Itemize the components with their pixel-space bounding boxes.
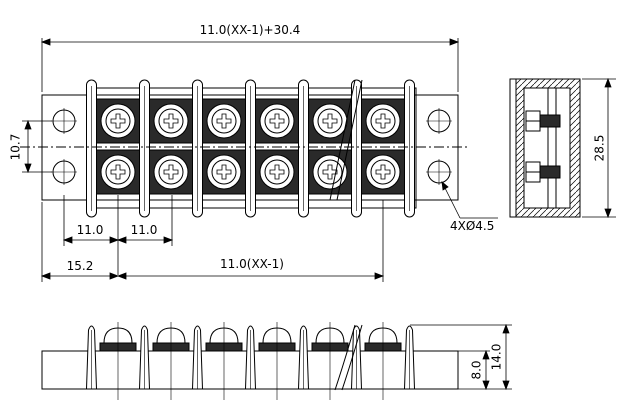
- screw-ring: [264, 159, 290, 185]
- wire-line: [334, 324, 356, 391]
- row-spacing-label: 10.7: [9, 134, 23, 161]
- side-screw-shank: [539, 165, 561, 179]
- overall-length-dimension: [40, 38, 460, 92]
- total-height-label: 14.0: [490, 344, 504, 371]
- screw-ring: [211, 108, 237, 134]
- screw-ring: [370, 159, 396, 185]
- side-screw-shank: [539, 114, 561, 128]
- side-height-dimension: [582, 77, 616, 219]
- span-dimension: [40, 200, 385, 282]
- end-offset-label: 15.2: [67, 259, 94, 273]
- wire-line: [341, 324, 363, 391]
- elevation-height-dimensions: [410, 323, 512, 391]
- screw-ring: [158, 108, 184, 134]
- side-screws: [525, 110, 561, 183]
- wire-line: [329, 79, 356, 201]
- screw-ring: [264, 108, 290, 134]
- cross-slot: [375, 113, 391, 129]
- elevation-view: [41, 322, 459, 400]
- row-spacing-dimension: [22, 119, 52, 174]
- barriers: [86, 79, 415, 218]
- cross-slot: [216, 113, 232, 129]
- screw-ring: [370, 108, 396, 134]
- span-label: 11.0(XX-1): [220, 257, 284, 271]
- mount-holes-label: 4XØ4.5: [450, 219, 494, 233]
- cross-slot: [163, 113, 179, 129]
- side-height-label: 28.5: [593, 135, 607, 162]
- mounting-holes: [51, 108, 452, 185]
- cross-slot: [322, 113, 338, 129]
- base-height-label: 8.0: [470, 360, 484, 379]
- cross-slot: [216, 164, 232, 180]
- pitch-dimension: [62, 195, 174, 275]
- terminals: [95, 98, 406, 195]
- front-view: [20, 79, 470, 218]
- screw-ring: [317, 108, 343, 134]
- screw-ring: [105, 108, 131, 134]
- cross-slot: [163, 164, 179, 180]
- screw-ring: [105, 159, 131, 185]
- cross-slot: [375, 164, 391, 180]
- cross-slot: [110, 113, 126, 129]
- cross-slot: [269, 113, 285, 129]
- screw-ring: [317, 159, 343, 185]
- hole-callout-leader: [441, 181, 498, 219]
- pitch-b-label: 11.0: [131, 223, 158, 237]
- elevation-screws: [99, 322, 402, 400]
- cross-slot: [110, 164, 126, 180]
- elevation-barriers: [85, 325, 416, 390]
- cross-slot: [269, 164, 285, 180]
- wire-line: [336, 79, 363, 201]
- pitch-a-label: 11.0: [77, 223, 104, 237]
- cross-slot: [322, 164, 338, 180]
- overall-length-label: 11.0(XX-1)+30.4: [200, 23, 301, 37]
- screw-ring: [211, 159, 237, 185]
- screw-ring: [158, 159, 184, 185]
- side-view: [509, 78, 581, 218]
